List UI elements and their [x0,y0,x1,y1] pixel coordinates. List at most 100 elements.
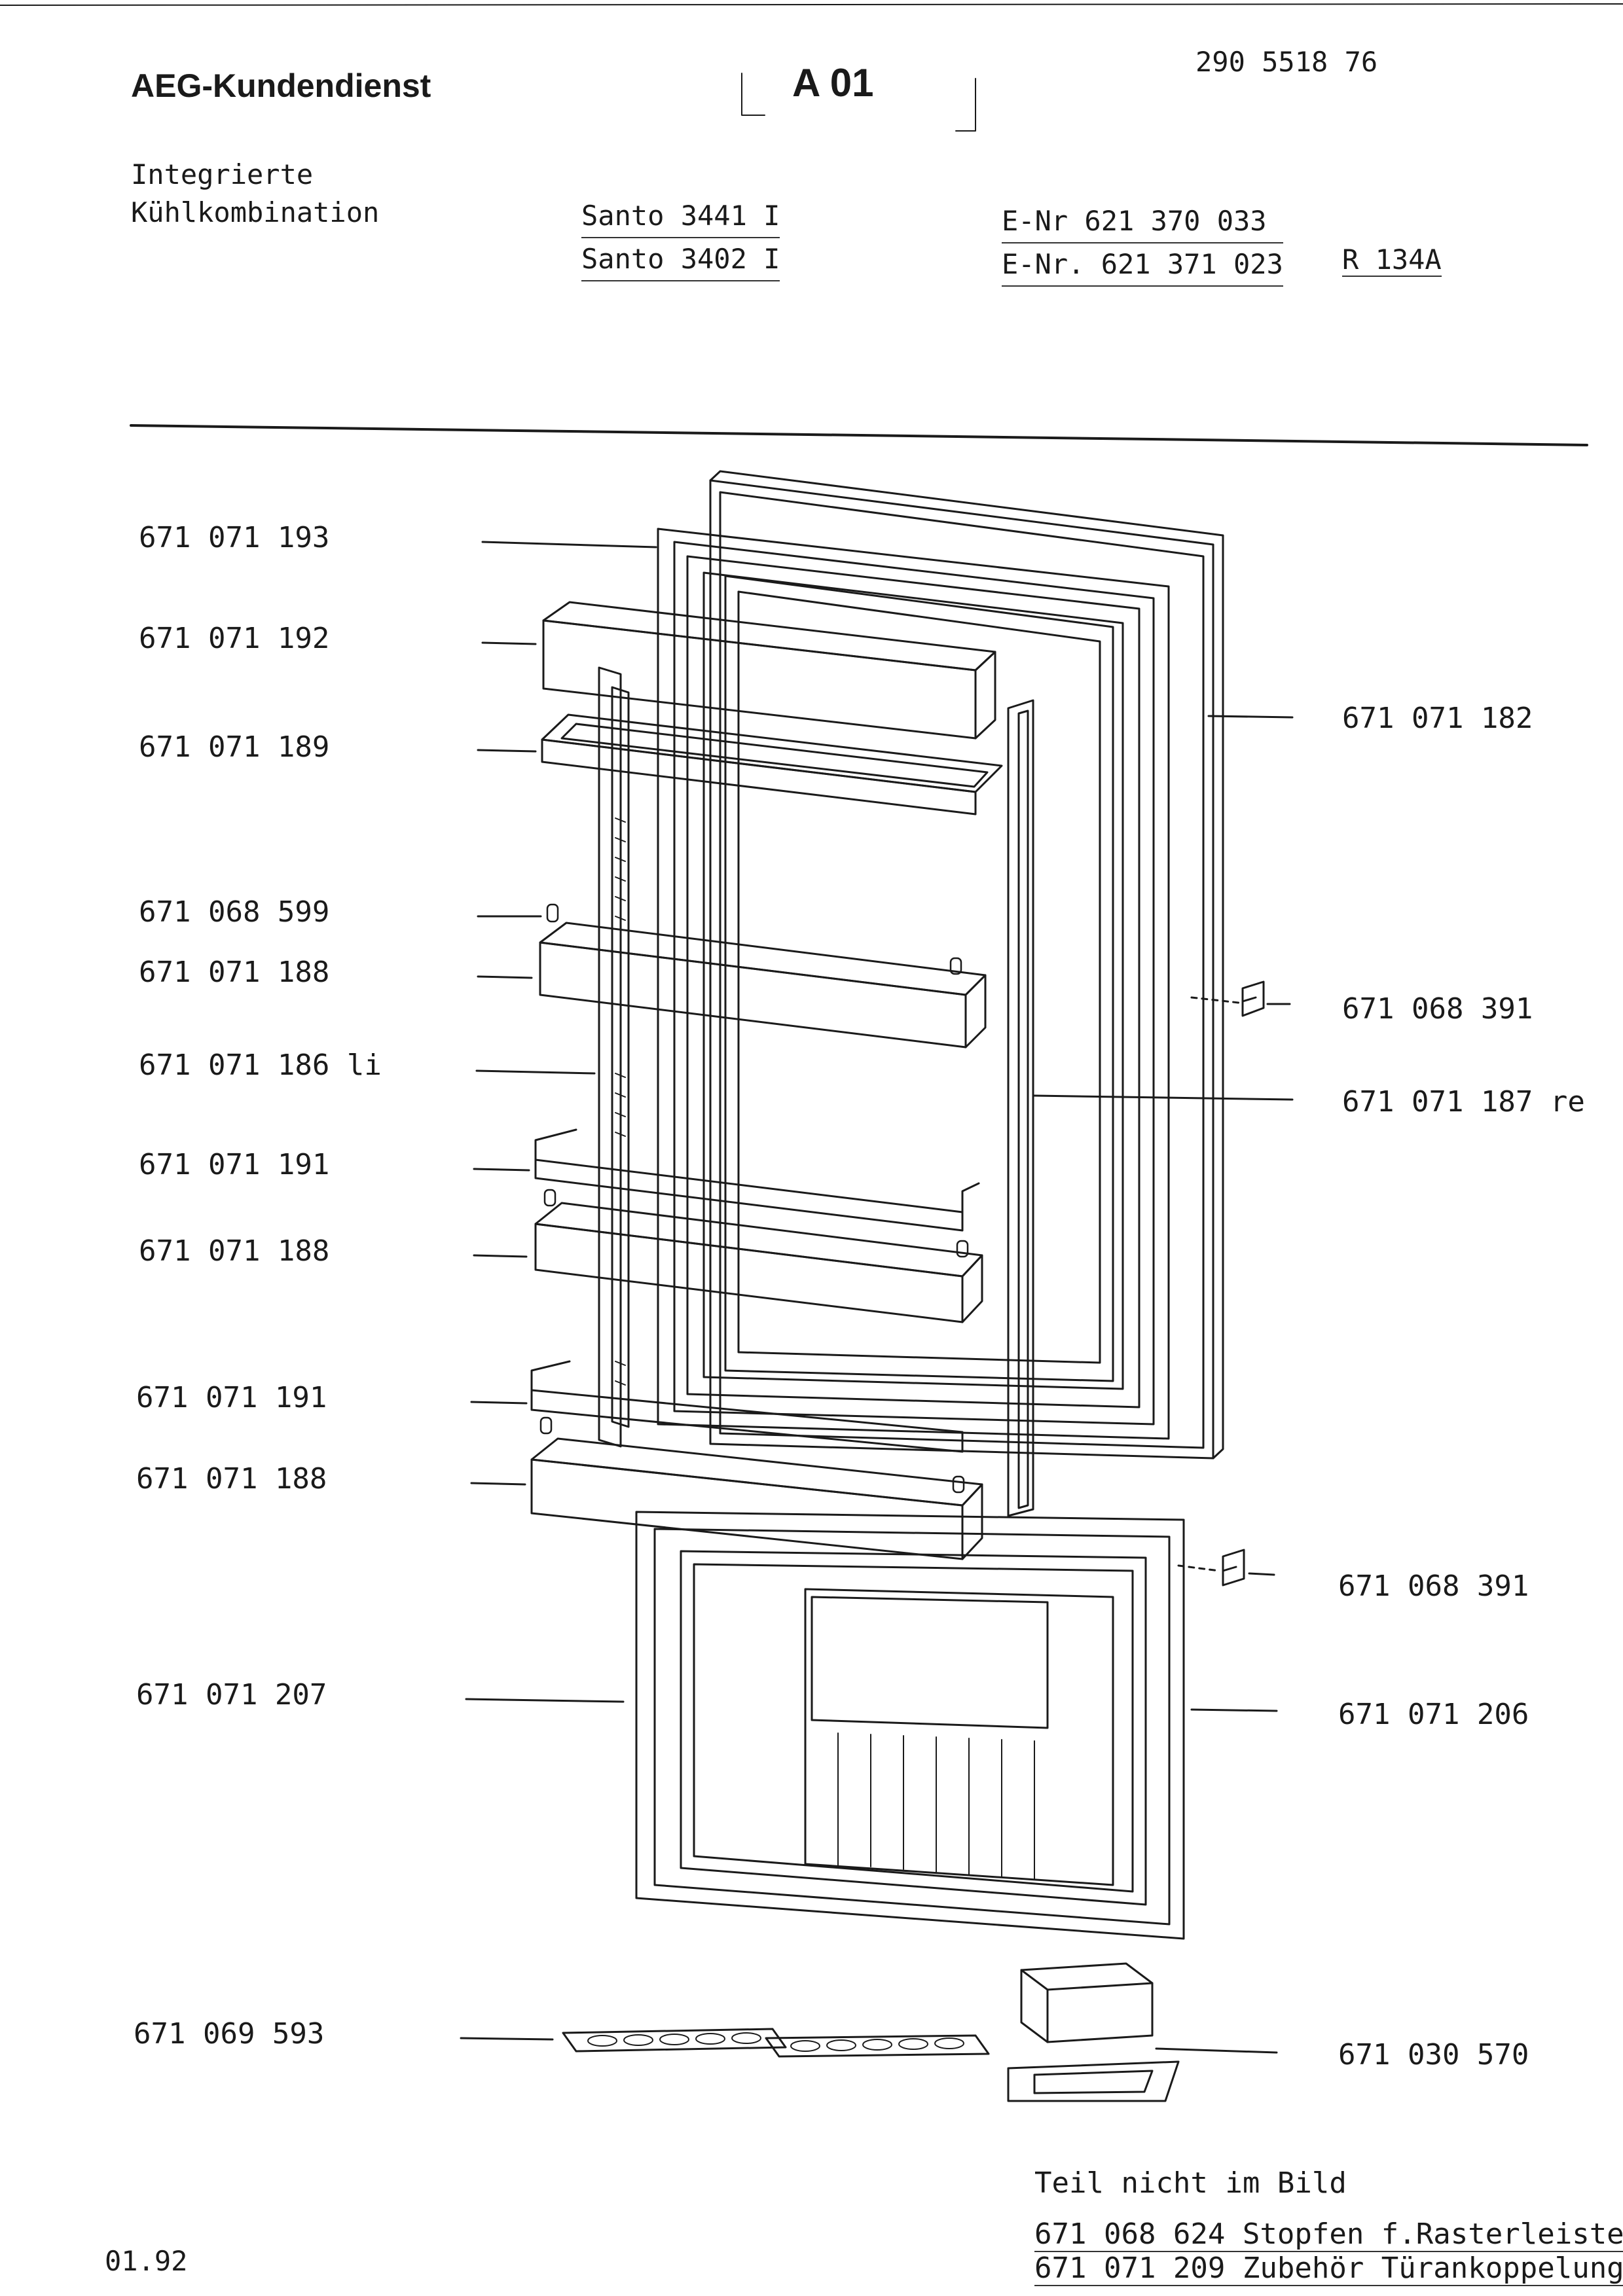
freezer-ribs [837,1732,1035,1880]
lid-top [542,601,996,672]
model-name: Santo 3402 I [581,238,780,281]
clip [952,1475,965,1494]
leader-lines-left [460,541,657,2041]
freezer-door-inner [653,1528,1171,1926]
freezer-gasket-inner [693,1563,1134,1893]
leader-line [1248,1572,1275,1576]
egg-tray [562,2028,787,2053]
retainer-bar [534,1158,964,1232]
shelf-top [539,922,987,996]
clip [546,903,559,923]
strip-body [1007,699,1034,1517]
strip-notches [615,817,626,1386]
egg-cup [934,2037,964,2049]
dashed-leader [1177,1564,1220,1572]
enr-number: E-Nr 621 370 033 [1002,200,1283,243]
refrigerant-label: R 134A [1342,243,1442,277]
document-number: 290 5518 76 [1195,46,1378,78]
notch [615,857,626,862]
door-shelf [541,713,1003,816]
part-label-right: 671 071 187 re [1342,1085,1585,1119]
leader-line [465,1698,625,1703]
egg-cups [587,2032,964,2052]
freezer-compartment [811,1596,1049,1729]
egg-tray [765,2034,990,2058]
retainer-end-left [530,1360,571,1391]
strip-face [1017,709,1029,1509]
gasket-edge [702,571,1124,1390]
shelf-side [961,1254,983,1323]
notch [615,876,626,882]
leader-line [1190,1708,1278,1712]
door-shelf-deep [530,1437,983,1560]
part-label-left: 671 071 188 [136,1462,327,1496]
part-label-left: 671 071 188 [139,956,330,989]
gasket-outer [657,528,1170,1440]
shelf-side [961,1483,983,1560]
leader-lines-right [1033,715,1294,2054]
corner-mark [955,78,976,132]
egg-cup [623,2034,653,2046]
footer-note: 671 071 209 Zubehör Türankoppelung [1034,2251,1623,2286]
part-label-left: 671 071 191 [139,1148,330,1181]
notch [615,916,626,921]
bracket [1241,980,1265,1017]
leader-line [1155,2047,1278,2054]
gasket-inner [673,541,1155,1426]
part-label-left: 671 071 186 li [139,1049,382,1082]
footer-note: 671 068 624 Stopfen f.Rasterleiste [1034,2217,1623,2252]
butter-compartment-lid [542,601,996,740]
leader-line [1207,715,1294,719]
accessory-base [1007,2060,1180,2102]
upper-door-outer-frame [709,470,1224,1460]
part-label-left: 671 071 207 [136,1678,327,1712]
accessory-box [1020,1962,1154,2043]
part-label-left: 671 071 191 [136,1381,327,1414]
top-edge-line [0,3,1623,6]
part-label-left: 671 068 599 [139,895,330,929]
part-label-left: 671 071 193 [139,521,330,554]
part-label-left: 671 071 189 [139,730,330,764]
leader-line [473,1168,530,1172]
egg-cup [898,2038,928,2050]
retainer-end-right [961,1182,980,1213]
freezer-gasket [680,1550,1147,1906]
clip [949,957,962,975]
freezer-liner [804,1588,1114,1886]
shelf-top [541,713,1003,793]
shelf-front [541,738,977,816]
product-type-line2: Kühlkombination [131,196,380,228]
notch [615,896,626,901]
part-label-left: 671 071 192 [139,622,330,655]
product-type-line1: Integrierte [131,158,314,190]
door-edge [709,470,1224,1460]
notch [615,1361,626,1366]
door-panel-inner [719,491,1205,1449]
egg-cup [790,2040,820,2052]
strip-face [611,686,630,1428]
bracket-pin [1222,1566,1237,1572]
revision-date: 01.92 [105,2245,188,2277]
lid-side [974,651,996,740]
enr-number: E-Nr. 621 371 023 [1002,243,1283,287]
part-label-right: 671 071 182 [1342,702,1533,735]
leader-line [470,1482,526,1486]
liner-inset [737,590,1101,1364]
retainer-end-left [534,1128,577,1161]
model-name: Santo 3441 I [581,195,780,238]
sheet-corner-marks [741,73,976,132]
door-shelf-deep [534,1202,983,1323]
inner-door-liner [724,575,1114,1382]
notch [615,1132,626,1137]
gasket-core [686,555,1140,1408]
not-in-picture-heading: Teil nicht im Bild [1034,2166,1347,2200]
raster-strip-right [1007,699,1034,1517]
door-shelf-deep [539,922,987,1049]
bottle-retainer [530,1360,964,1453]
egg-cup [659,2034,689,2045]
notch [615,1112,626,1117]
model-list: Santo 3441 I Santo 3402 I [581,195,780,281]
notch [615,817,626,823]
clip [956,1240,969,1258]
box-edge [1020,1969,1154,1991]
